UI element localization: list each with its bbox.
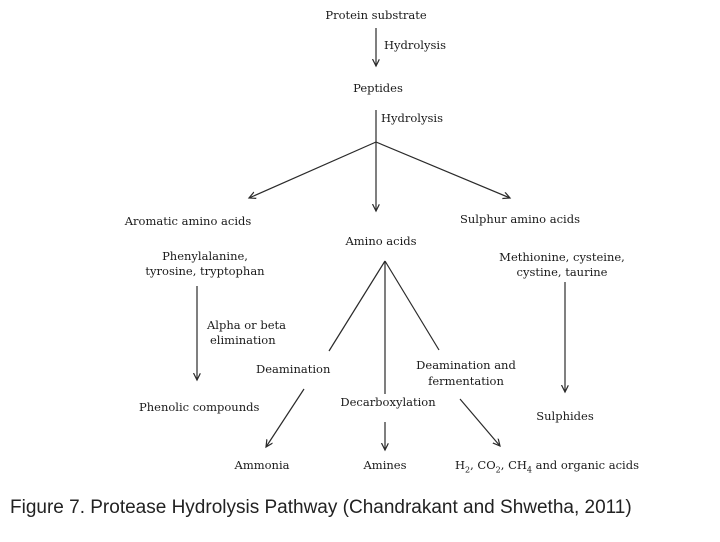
elimination-label-line-1: Alpha or beta [207, 318, 286, 332]
sulphur-amino-acids-label: Sulphur amino acids [460, 212, 580, 226]
arrow-to-gases-and-acids [459, 398, 500, 446]
amino-acids-label: Amino acids [345, 234, 417, 248]
gases-and-organic-acids-label: H2, CO2, CH4 and organic acids [455, 458, 639, 475]
ammonia-label: Ammonia [234, 458, 290, 472]
deamination-fermentation-line-1: Deamination and [416, 358, 516, 372]
hydrolysis-label-2: Hydrolysis [381, 111, 443, 125]
sulphur-list-line-1: Methionine, cysteine, [499, 250, 625, 264]
sulphur-list-line-2: cystine, taurine [516, 265, 608, 279]
phenolic-compounds-label: Phenolic compounds [139, 400, 260, 414]
deamination-fermentation-line-2: fermentation [428, 374, 504, 388]
protein-substrate-label: Protein substrate [325, 8, 427, 22]
aromatic-amino-acids-label: Aromatic amino acids [124, 214, 252, 228]
aromatic-list-line-1: Phenylalanine, [162, 249, 248, 263]
arrow-to-ammonia [266, 388, 305, 447]
deamination-label: Deamination [256, 362, 331, 376]
hydrolysis-label-1: Hydrolysis [384, 38, 446, 52]
sulphides-label: Sulphides [536, 409, 594, 423]
arrow-to-aromatic-amino-acids [249, 141, 377, 198]
line-amino-acids-right [384, 260, 440, 351]
figure-caption: Figure 7. Protease Hydrolysis Pathway (C… [10, 497, 632, 518]
elimination-label-line-2: elimination [210, 333, 276, 347]
arrow-to-sulphur-amino-acids [375, 141, 510, 198]
line-amino-acids-left [328, 260, 386, 352]
decarboxylation-label: Decarboxylation [340, 395, 436, 409]
amines-label: Amines [363, 458, 407, 472]
peptides-label: Peptides [353, 81, 403, 95]
aromatic-list-line-2: tyrosine, tryptophan [145, 264, 265, 278]
